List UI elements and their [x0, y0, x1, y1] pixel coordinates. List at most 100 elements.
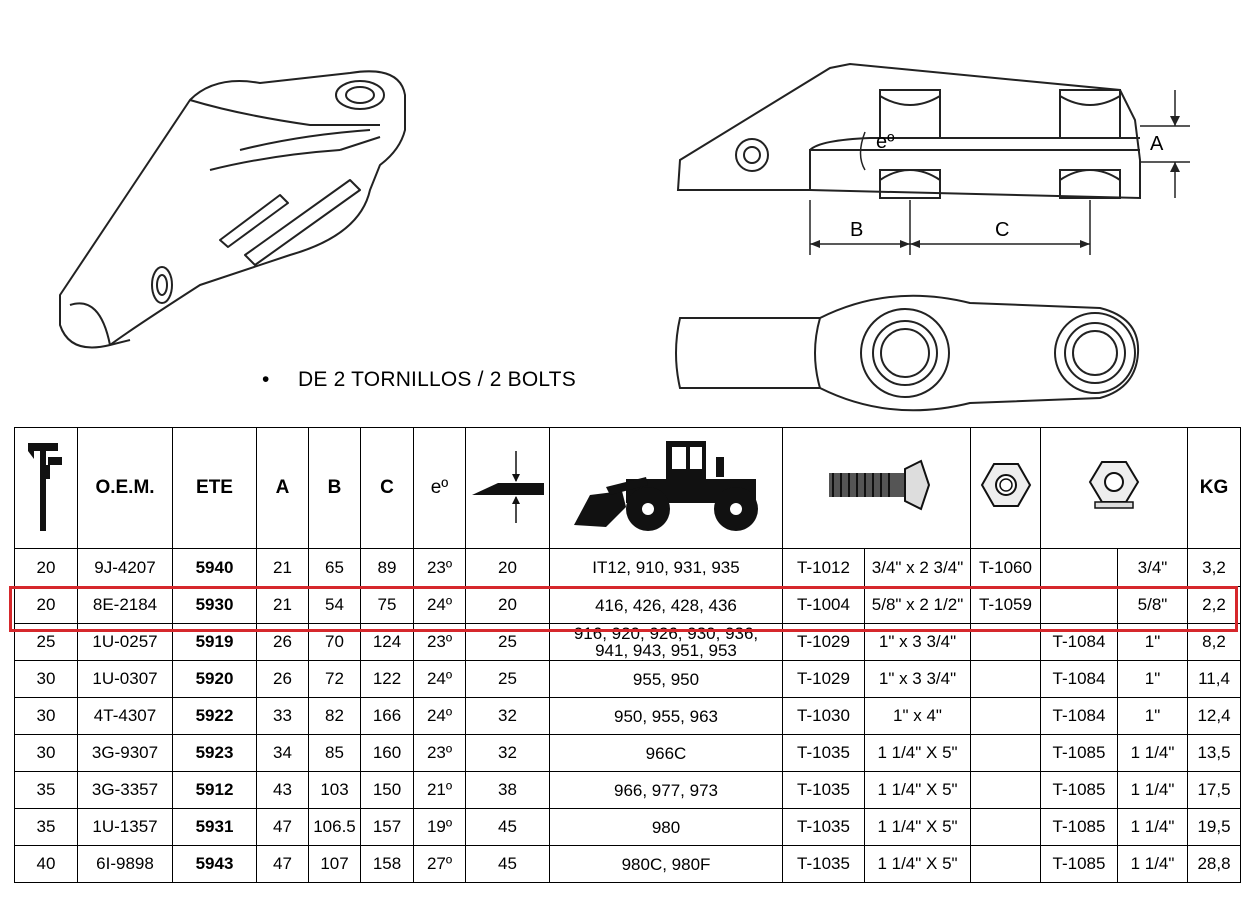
cell-models: 980C, 980F [549, 845, 783, 883]
cell-bolt-size: 1 1/4" X 5" [864, 845, 971, 883]
cell-c: 122 [360, 660, 414, 698]
cell-nut1 [970, 771, 1041, 809]
cell-nut2: T-1084 [1040, 623, 1118, 661]
cell-nut1: T-1060 [970, 548, 1041, 587]
cell-models: 980 [549, 808, 783, 846]
cell-b: 103 [308, 771, 361, 809]
cell-oem: 4T-4307 [77, 697, 173, 735]
adapter-top-view-drawing [675, 294, 1140, 412]
cell-a: 21 [256, 548, 309, 587]
cell-nut1 [970, 734, 1041, 772]
cell-kg: 17,5 [1187, 771, 1241, 809]
cell-a: 33 [256, 697, 309, 735]
cell-models: 955, 950 [549, 660, 783, 698]
cell-bolt: T-1004 [782, 586, 865, 624]
cell-ete: 5943 [172, 845, 257, 883]
cell-c: 124 [360, 623, 414, 661]
cell-angle: 24º [413, 586, 466, 624]
cell-models: IT12, 910, 931, 935 [549, 548, 783, 587]
header-a: A [256, 427, 309, 549]
cell-a: 26 [256, 623, 309, 661]
cell-c: 89 [360, 548, 414, 587]
cell-oem: 1U-1357 [77, 808, 173, 846]
caption-bullet: • [262, 368, 270, 391]
dim-a-label: A [1150, 133, 1164, 155]
cell-c: 166 [360, 697, 414, 735]
bolt-type-caption: • DE 2 TORNILLOS / 2 BOLTS [262, 368, 576, 392]
caption-text: DE 2 TORNILLOS / 2 BOLTS [298, 368, 576, 391]
cell-angle: 19º [413, 808, 466, 846]
cell-bolt-size: 1 1/4" X 5" [864, 734, 971, 772]
cell-kg: 8,2 [1187, 623, 1241, 661]
cell-bolt: T-1012 [782, 548, 865, 587]
adapter-side-view-drawing: A B C eº [676, 62, 1190, 255]
header-b: B [308, 427, 361, 549]
cell-a: 47 [256, 845, 309, 883]
cell-bolt-size: 1" x 3 3/4" [864, 623, 971, 661]
cell-b: 54 [308, 586, 361, 624]
cell-oem: 3G-3357 [77, 771, 173, 809]
cell-bolt: T-1035 [782, 734, 865, 772]
cell-models: 416, 426, 428, 436 [549, 586, 783, 624]
cell-bolt: T-1029 [782, 623, 865, 661]
cell-bolt: T-1035 [782, 808, 865, 846]
header-angle: eº [413, 427, 466, 549]
header-ete: ETE [172, 427, 257, 549]
cell-size: 35 [14, 808, 78, 846]
table-header-row: O.E.M. ETE A B C eº [14, 427, 1241, 549]
cell-bolt-size: 5/8" x 2 1/2" [864, 586, 971, 624]
cell-kg: 19,5 [1187, 808, 1241, 846]
cell-nut-size: 5/8" [1117, 586, 1188, 624]
cell-kg: 28,8 [1187, 845, 1241, 883]
cell-a: 26 [256, 660, 309, 698]
cell-nut-size: 1" [1117, 660, 1188, 698]
dim-b-label: B [850, 219, 863, 241]
cell-oem: 1U-0257 [77, 623, 173, 661]
cell-b: 107 [308, 845, 361, 883]
cell-angle: 24º [413, 697, 466, 735]
cell-nut2 [1040, 586, 1118, 624]
cell-oem: 9J-4207 [77, 548, 173, 587]
cell-thick: 25 [465, 660, 550, 698]
cell-b: 65 [308, 548, 361, 587]
cell-nut1 [970, 697, 1041, 735]
cell-thick: 25 [465, 623, 550, 661]
cell-b: 85 [308, 734, 361, 772]
cell-bolt: T-1035 [782, 771, 865, 809]
cell-bolt: T-1035 [782, 845, 865, 883]
cell-b: 70 [308, 623, 361, 661]
wheel-loader-icon [549, 427, 783, 549]
header-kg: KG [1187, 427, 1241, 549]
cell-kg: 2,2 [1187, 586, 1241, 624]
cell-angle: 23º [413, 623, 466, 661]
header-oem: O.E.M. [77, 427, 173, 549]
cell-bolt-size: 3/4" x 2 3/4" [864, 548, 971, 587]
cell-nut-size: 1" [1117, 623, 1188, 661]
cell-kg: 13,5 [1187, 734, 1241, 772]
cell-bolt: T-1029 [782, 660, 865, 698]
cell-nut-size: 1 1/4" [1117, 845, 1188, 883]
cell-nut2: T-1084 [1040, 660, 1118, 698]
cell-nut-size: 1" [1117, 697, 1188, 735]
cell-models: 916, 920, 926, 930, 936,941, 943, 951, 9… [549, 623, 783, 661]
cell-c: 158 [360, 845, 414, 883]
cell-bolt-size: 1 1/4" X 5" [864, 771, 971, 809]
header-c: C [360, 427, 414, 549]
cell-nut2: T-1085 [1040, 808, 1118, 846]
cell-bolt-size: 1" x 3 3/4" [864, 660, 971, 698]
plow-bolt-icon [782, 427, 971, 549]
cell-models: 966C [549, 734, 783, 772]
dim-angle-label: eº [876, 131, 895, 153]
cell-a: 21 [256, 586, 309, 624]
cell-ete: 5920 [172, 660, 257, 698]
cell-bolt-size: 1" x 4" [864, 697, 971, 735]
cell-angle: 23º [413, 734, 466, 772]
cell-kg: 12,4 [1187, 697, 1241, 735]
cell-c: 157 [360, 808, 414, 846]
adapter-isometric-drawing [59, 70, 406, 349]
cell-nut1 [970, 623, 1041, 661]
